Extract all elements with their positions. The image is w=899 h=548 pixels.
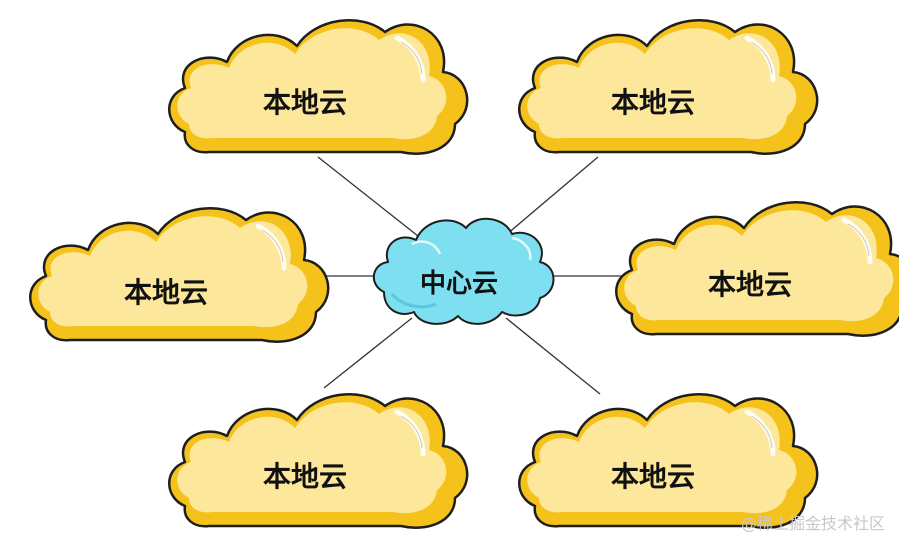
local-cloud-label: 本地云 [124,276,208,309]
local-cloud-label: 本地云 [263,86,347,119]
line-top-right [499,156,599,241]
local-cloud-bottom-left: 本地云 [169,394,467,527]
local-cloud-mid-right: 本地云 [616,202,899,335]
line-top-left [317,156,419,237]
local-cloud-mid-left: 本地云 [30,208,328,341]
local-cloud-bottom-right: 本地云 [519,394,817,527]
local-cloud-label: 本地云 [708,268,792,301]
local-cloud-top-right: 本地云 [519,20,817,153]
local-cloud-label: 本地云 [263,460,347,493]
line-bottom-right [505,317,601,395]
center-cloud: 中心云 [372,217,555,326]
watermark: @稀土掘金技术社区 [740,514,885,533]
line-bottom-left [323,317,413,389]
center-cloud-label: 中心云 [420,269,498,299]
local-cloud-label: 本地云 [611,86,695,119]
local-cloud-label: 本地云 [611,460,695,493]
local-cloud-top-left: 本地云 [169,20,467,153]
